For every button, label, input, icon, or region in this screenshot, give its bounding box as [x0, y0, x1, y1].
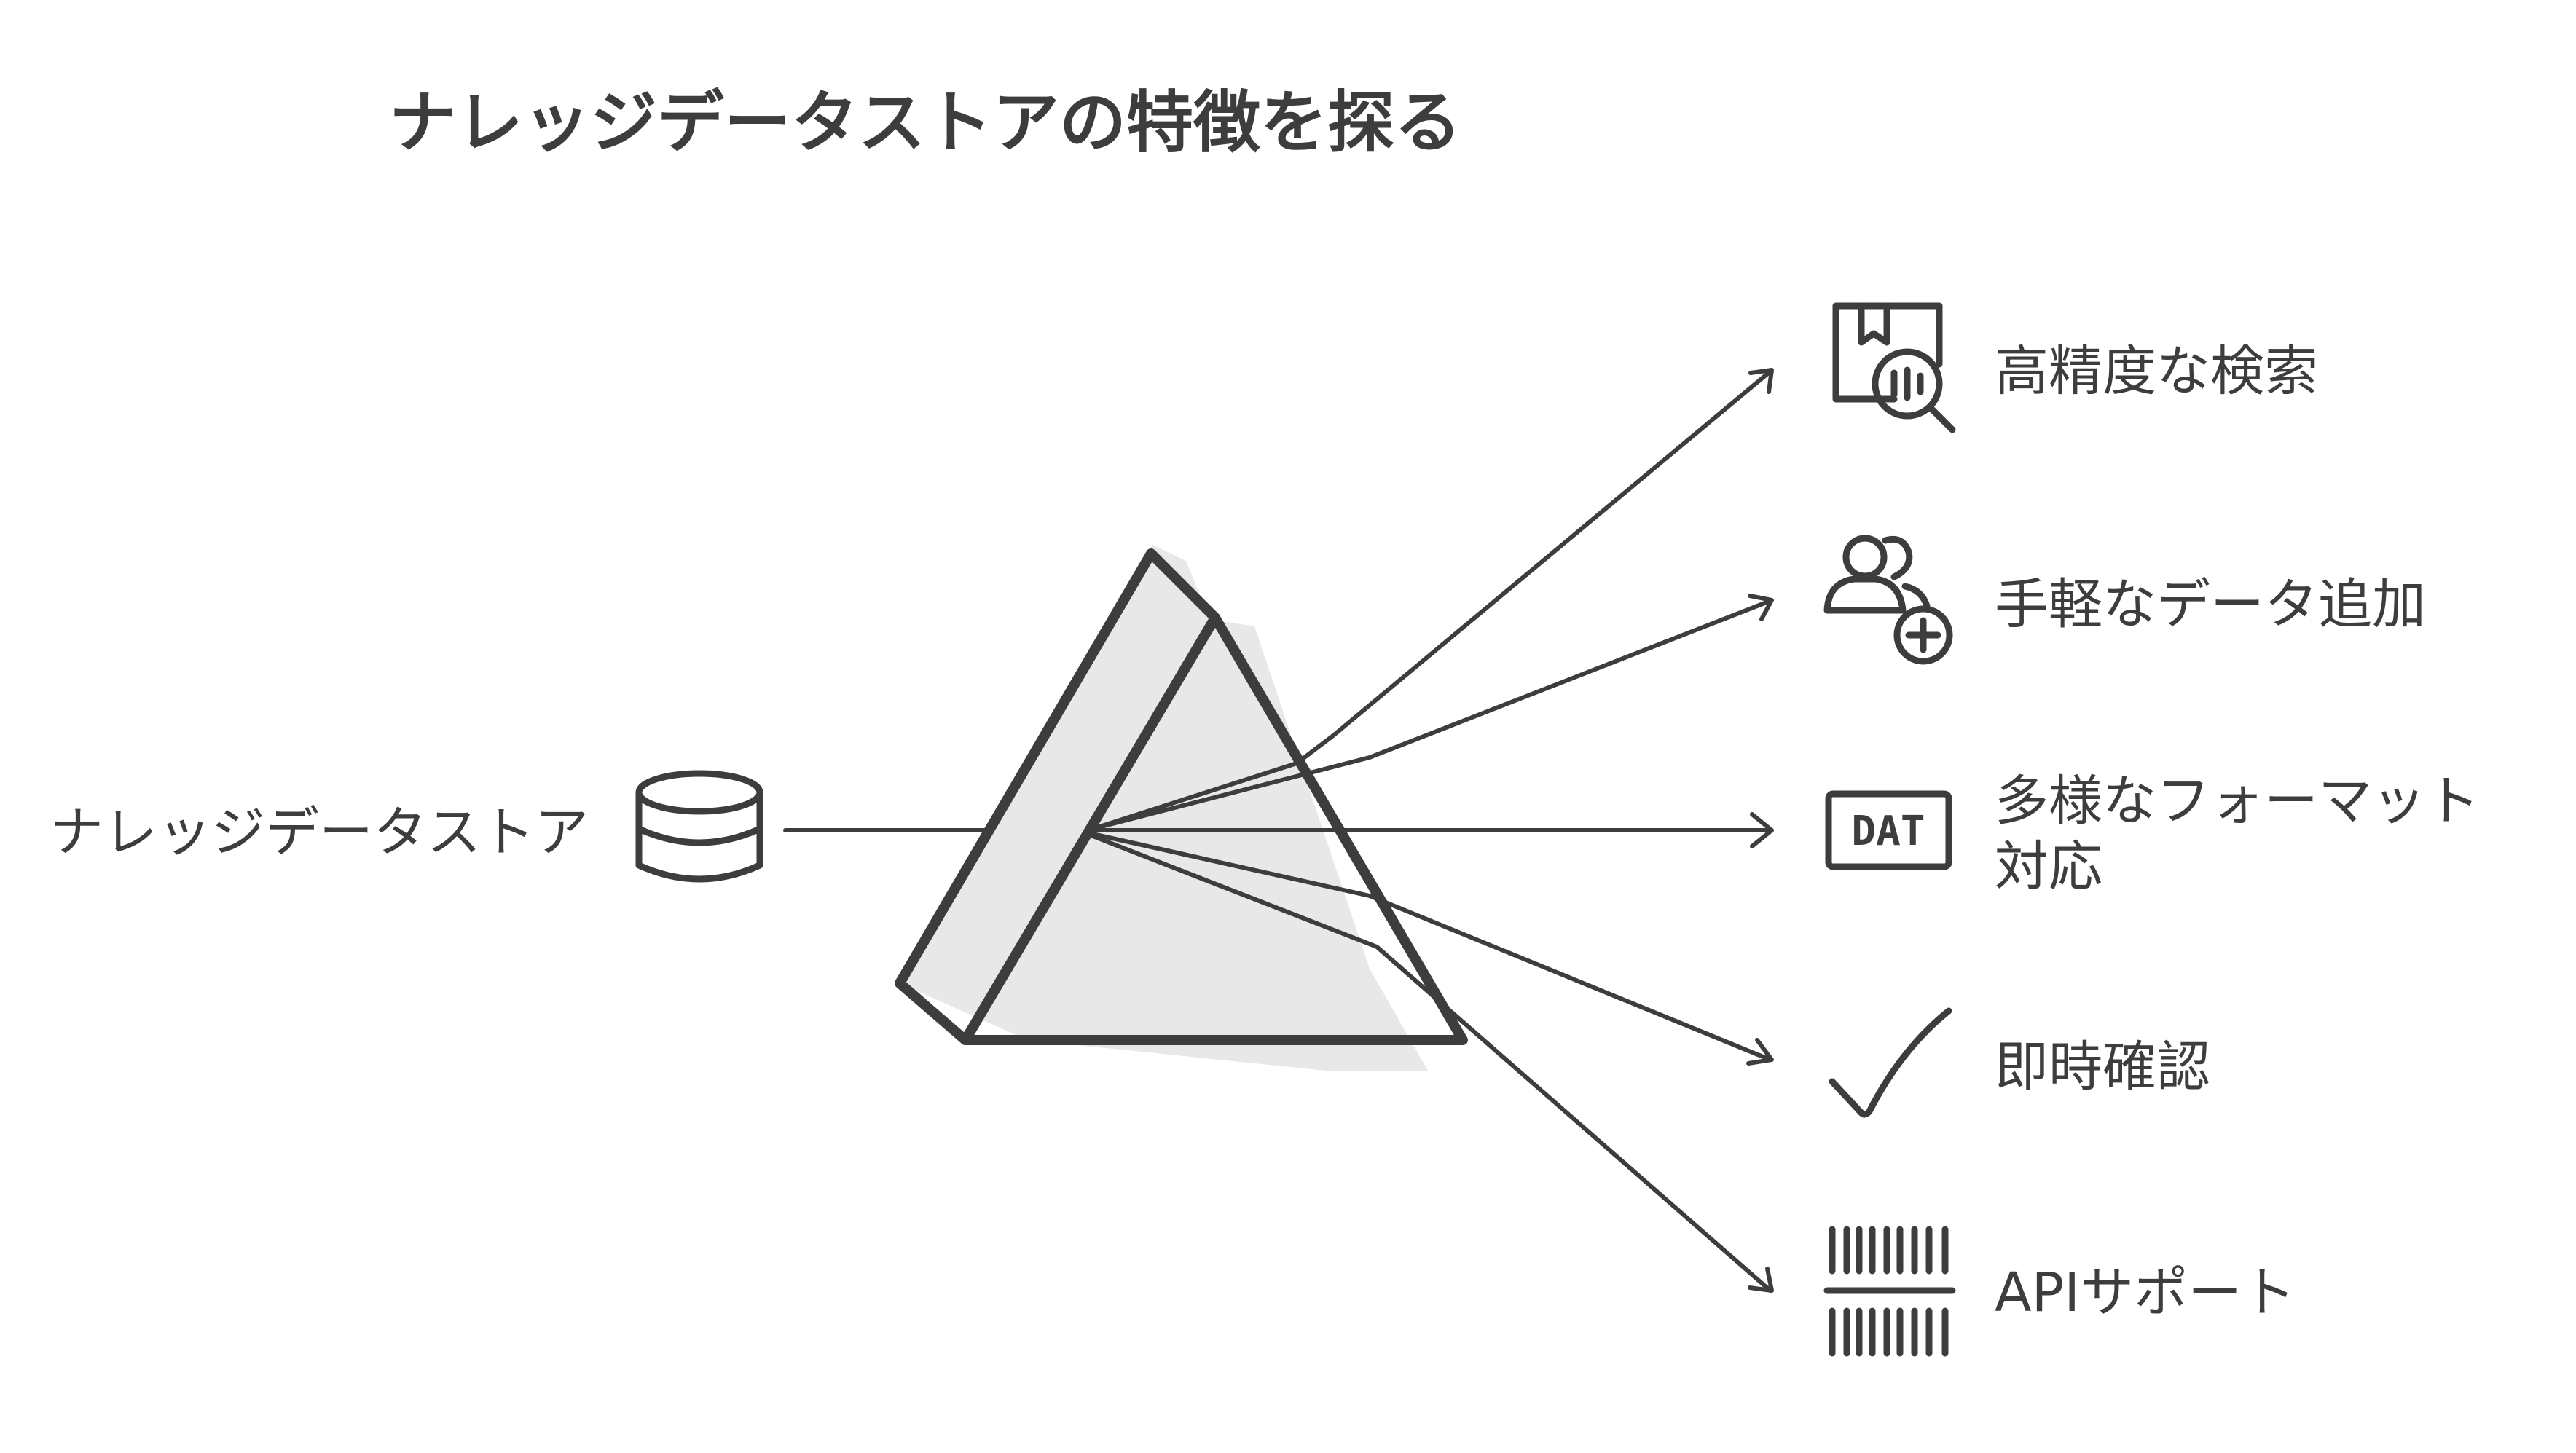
ray-feature-5 [1091, 834, 1772, 1293]
dat-file-icon: DAT [1825, 790, 1952, 870]
barcode-icon [1823, 1226, 1956, 1357]
add-user-icon [1823, 535, 1953, 665]
feature-label-2: 手軽なデータ追加 [1995, 573, 2426, 636]
barcode-bars-bottom [1829, 1307, 1949, 1357]
feature-label-1: 高精度な検索 [1995, 340, 2318, 403]
feature-label-3-line-2: 対応 [1995, 835, 2102, 898]
source-label: ナレッジデータストア [50, 801, 589, 864]
arrowhead-2 [1748, 594, 1774, 621]
arrowhead-3 [1750, 812, 1774, 848]
ray-feature-2 [1091, 599, 1772, 831]
ray-feature-1 [1091, 369, 1772, 831]
feature-label-4: 即時確認 [1995, 1036, 2210, 1098]
diagram-title: ナレッジデータストアの特徴を探る [389, 84, 1461, 162]
checkmark-icon [1829, 1007, 1952, 1118]
ray-feature-4 [1091, 832, 1772, 1062]
feature-label-5: APIサポート [1995, 1261, 2296, 1324]
barcode-bars-top [1829, 1226, 1949, 1275]
arrowhead-1 [1748, 368, 1774, 394]
database-icon [635, 770, 763, 883]
arrowhead-5 [1748, 1267, 1774, 1293]
feature-label-3-line-1: 多様なフォーマット [1995, 770, 2480, 832]
arrowhead-4 [1746, 1038, 1774, 1066]
document-search-icon [1832, 302, 1956, 433]
dat-icon-text: DAT [1851, 808, 1925, 855]
outgoing-rays [1091, 368, 1774, 1293]
